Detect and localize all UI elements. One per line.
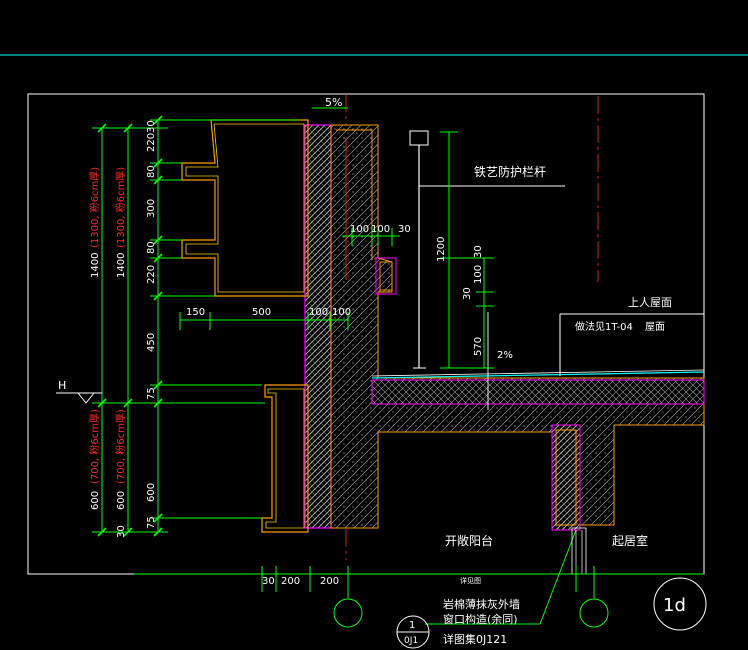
- hdim-upper-1: 100: [371, 224, 390, 235]
- riser-dim-2: 100: [473, 265, 484, 284]
- hdim-upper-2: 30: [398, 224, 411, 235]
- section-number: 1: [409, 620, 415, 631]
- note-line2: 窗口构造(余同): [443, 612, 518, 626]
- hdim-top-1: 500: [252, 307, 271, 318]
- dim-lines-top: [179, 107, 400, 330]
- riser-dim-4: 570: [473, 337, 484, 356]
- vdim-7: 75: [146, 387, 157, 400]
- vdim-3: 300: [146, 199, 157, 218]
- living-room-label: 起居室: [612, 533, 648, 548]
- hdim-upper-0: 100: [350, 224, 369, 235]
- riser-dim-0: 1200: [436, 237, 447, 262]
- vdim-2: 80: [146, 165, 157, 178]
- inner-dim-1: 1400: [116, 253, 127, 278]
- vdim-4: 80: [146, 241, 157, 254]
- vdim-0: 30: [146, 120, 157, 133]
- outer-dim-4: (700, 粉6cm厚): [88, 409, 101, 484]
- level-marker: [56, 392, 102, 404]
- dim-ticks-left: [97, 115, 163, 537]
- slope-roof-label: 2%: [497, 350, 513, 361]
- riser-dim-3: 30: [462, 287, 473, 300]
- railing-label: 铁艺防护栏杆: [474, 164, 546, 179]
- hdim-top-2: 100: [309, 307, 328, 318]
- inner-dim-2: (1300, 粉6cm厚): [114, 167, 127, 248]
- vdim-10: 30: [116, 525, 127, 538]
- grid-axis-circle-right: [579, 598, 609, 628]
- parapet-coping: [375, 257, 397, 295]
- vdim-6: 450: [146, 333, 157, 352]
- callout-id: 1d: [663, 595, 686, 616]
- grid-axis-circle-left: [333, 598, 363, 628]
- level-marker-label: H: [58, 379, 66, 392]
- roof-practice-suffix: 屋面: [645, 321, 665, 333]
- vdim-9: 75: [146, 516, 157, 529]
- bottom-mid-text: 详见图: [460, 576, 481, 585]
- outer-dim-1: 1400: [90, 253, 101, 278]
- hdim-top-0: 150: [186, 307, 205, 318]
- note-line3: 详图集0J121: [443, 632, 507, 646]
- roof-insulation: [371, 379, 705, 405]
- dim-lines-bottom: [134, 566, 704, 598]
- vdim-1: 220: [146, 133, 157, 152]
- riser-dim-1: 30: [473, 245, 484, 258]
- dim-lines-riser: [440, 131, 494, 369]
- inner-dim-3: 600: [116, 491, 127, 510]
- balcony-label: 开敞阳台: [445, 533, 493, 548]
- insulation-layer: [304, 124, 332, 529]
- concrete-structure: [330, 124, 705, 529]
- bdim-1: 200: [281, 576, 300, 587]
- vdim-8: 600: [146, 483, 157, 502]
- outer-dim-2: (1300, 粉6cm厚): [88, 167, 101, 248]
- outer-dim-3: 600: [90, 491, 101, 510]
- hdim-top-3: 100: [332, 307, 351, 318]
- vdim-5: 220: [146, 265, 157, 284]
- window-frame-upper: [181, 119, 309, 297]
- railing-top-post: [409, 130, 429, 146]
- section-ref: 0J1: [404, 636, 418, 646]
- roof-practice-label: 做法见1T-04: [575, 320, 633, 333]
- callout-circle: [653, 577, 707, 631]
- roof-surface-line: [371, 371, 705, 379]
- bdim-2: 200: [320, 576, 339, 587]
- window-frame-lower: [261, 384, 309, 533]
- slope-top-label: 5%: [325, 96, 342, 109]
- roof-label: 上人屋面: [628, 296, 672, 309]
- note-line1: 岩棉薄抹灰外墙: [443, 597, 520, 611]
- dim-lines-left: [92, 119, 300, 533]
- inner-dim-4: (700, 粉6cm厚): [114, 409, 127, 484]
- note-leader: [539, 529, 577, 625]
- bdim-0: 30: [262, 576, 275, 587]
